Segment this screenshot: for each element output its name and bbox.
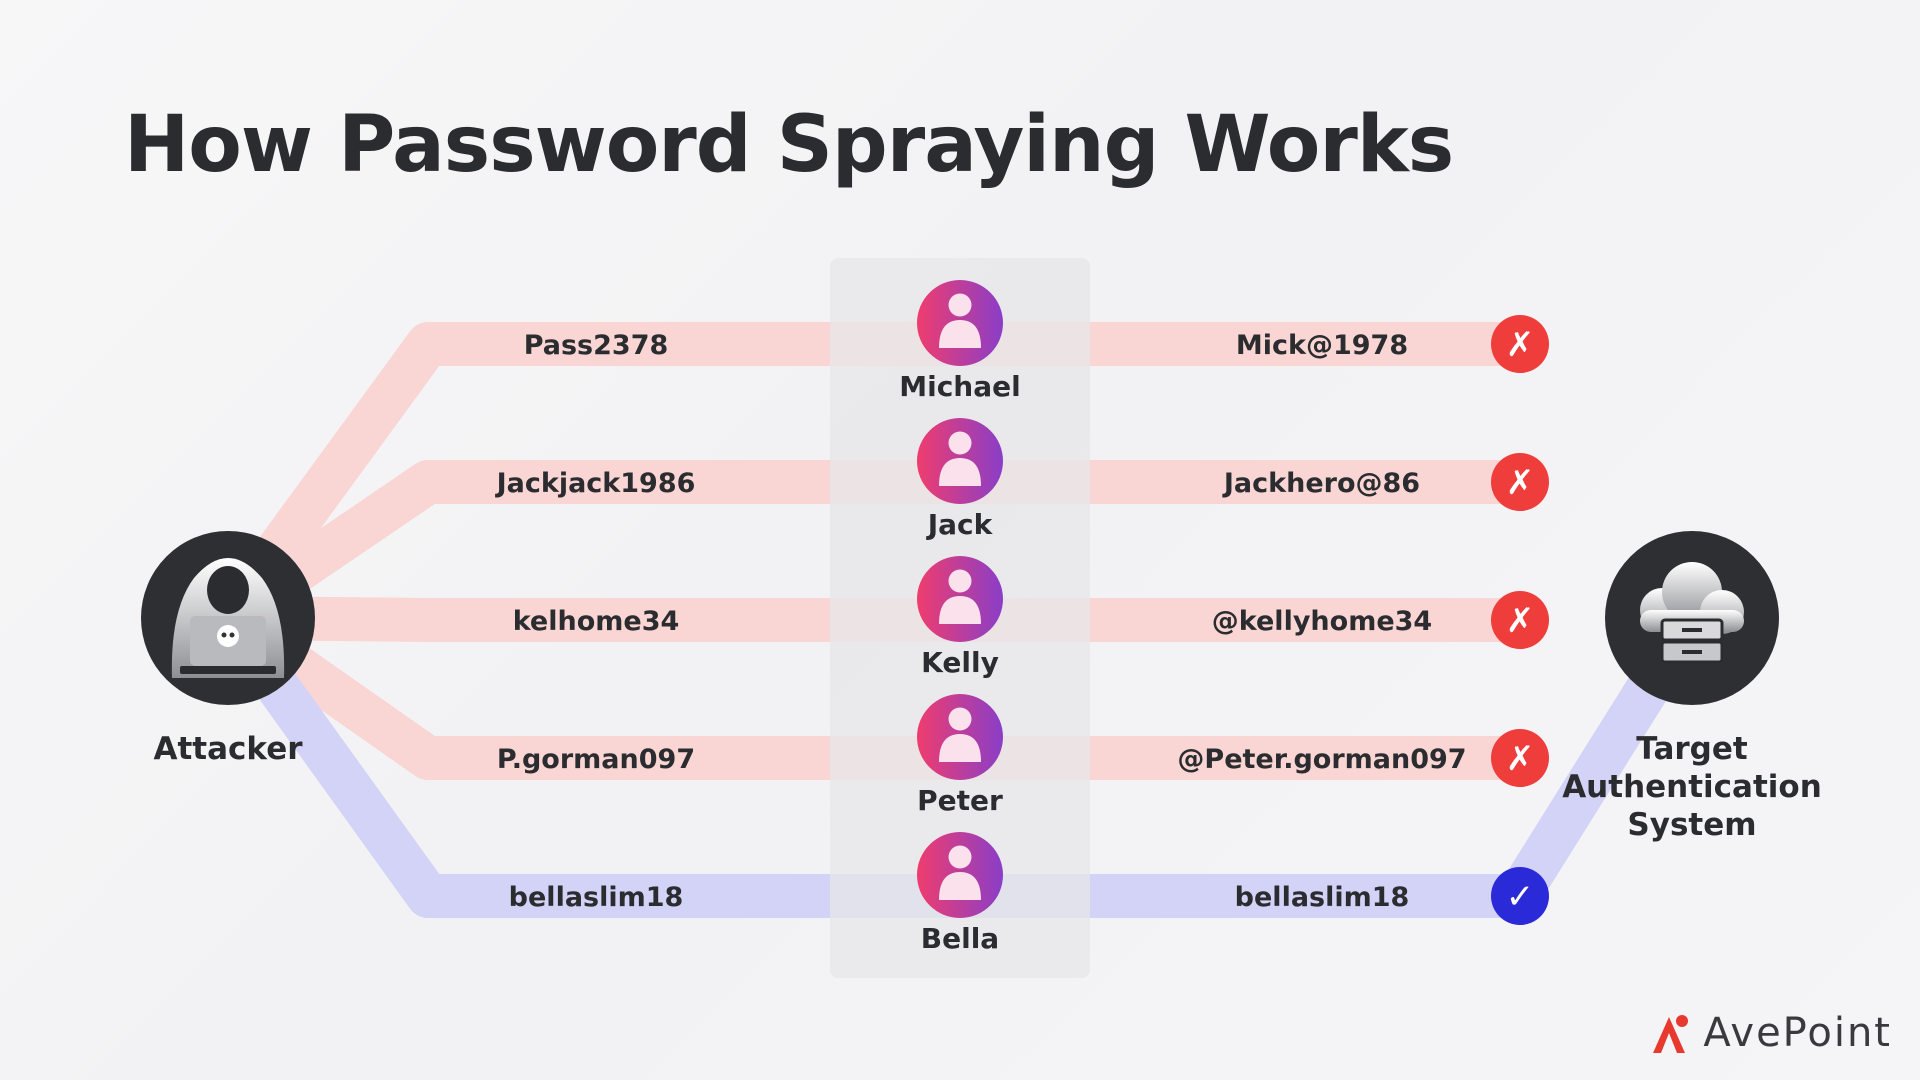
cross-icon: ✗ bbox=[1491, 315, 1549, 373]
real-password-label: @Peter.gorman097 bbox=[1177, 744, 1466, 775]
user-avatar-icon bbox=[917, 418, 1003, 504]
user-avatar-icon bbox=[917, 694, 1003, 780]
user-avatar-icon bbox=[917, 556, 1003, 642]
attacker-label: Attacker bbox=[153, 731, 303, 767]
real-password-label: Mick@1978 bbox=[1236, 330, 1408, 361]
user-name-label: Bella bbox=[921, 922, 999, 955]
sprayed-password-label: kelhome34 bbox=[513, 606, 680, 637]
cloud-server-icon bbox=[1640, 562, 1744, 664]
svg-text:✗: ✗ bbox=[1506, 601, 1535, 641]
svg-text:✓: ✓ bbox=[1506, 877, 1535, 917]
cross-icon: ✗ bbox=[1491, 729, 1549, 787]
real-password-label: Jackhero@86 bbox=[1222, 468, 1420, 499]
user-avatar-icon bbox=[917, 832, 1003, 918]
cross-icon: ✗ bbox=[1491, 591, 1549, 649]
target-label-line: Target bbox=[1636, 731, 1748, 767]
path-bella bbox=[210, 605, 1518, 918]
avepoint-logo: AvePoint bbox=[1649, 1010, 1892, 1056]
user-name-label: Jack bbox=[926, 508, 994, 541]
svg-text:✗: ✗ bbox=[1506, 463, 1535, 503]
cross-icon: ✗ bbox=[1491, 453, 1549, 511]
user-name-label: Michael bbox=[899, 370, 1020, 403]
avepoint-mark-icon bbox=[1653, 1015, 1689, 1053]
svg-text:✗: ✗ bbox=[1506, 325, 1535, 365]
target-label-line: System bbox=[1627, 807, 1756, 843]
user-name-label: Peter bbox=[917, 784, 1003, 817]
target-label-line: Authentication bbox=[1562, 769, 1822, 805]
svg-text:✗: ✗ bbox=[1506, 739, 1535, 779]
logo-text: AvePoint bbox=[1703, 1010, 1892, 1056]
path-michael bbox=[210, 322, 1518, 631]
sprayed-password-label: bellaslim18 bbox=[509, 882, 684, 913]
sprayed-password-label: Jackjack1986 bbox=[495, 468, 696, 499]
page-title: How Password Spraying Works bbox=[124, 100, 1454, 190]
real-password-label: @kellyhome34 bbox=[1212, 606, 1432, 637]
hooded-hacker-icon bbox=[171, 558, 285, 678]
sprayed-password-label: P.gorman097 bbox=[497, 744, 695, 775]
attacker-node: Attacker bbox=[141, 531, 315, 767]
sprayed-password-label: Pass2378 bbox=[524, 330, 669, 361]
check-icon: ✓ bbox=[1491, 867, 1549, 925]
user-avatar-icon bbox=[917, 280, 1003, 366]
real-password-label: bellaslim18 bbox=[1235, 882, 1410, 913]
user-name-label: Kelly bbox=[921, 646, 999, 679]
